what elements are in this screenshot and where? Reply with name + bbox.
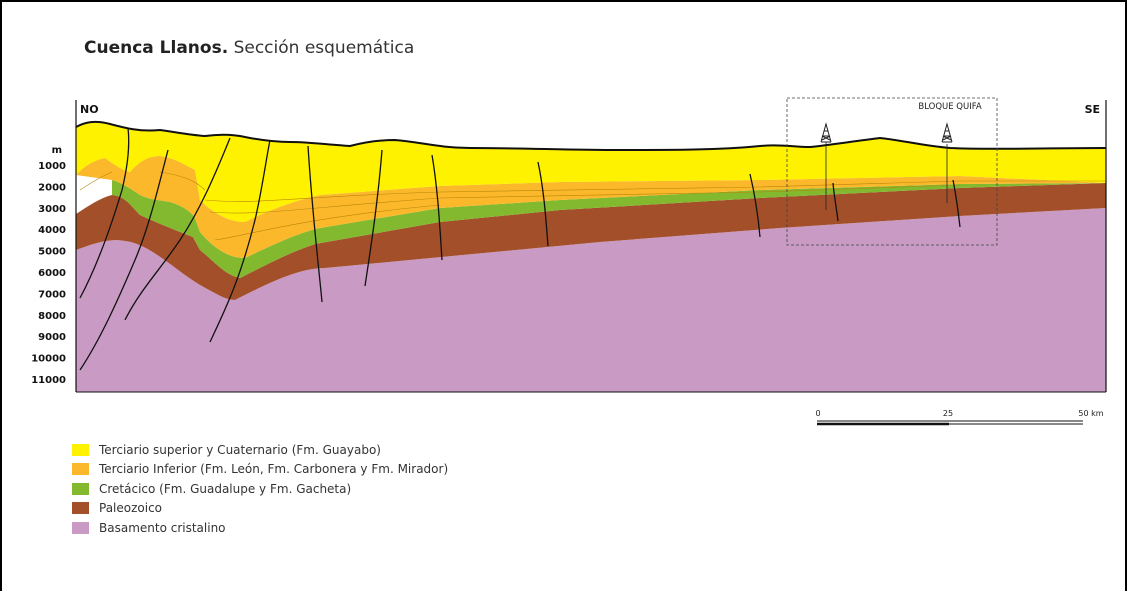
title-bold: Cuenca Llanos. — [84, 38, 229, 58]
oil-derrick-icon — [820, 122, 832, 143]
depth-tick-label: 8000 — [38, 311, 66, 322]
depth-tick-label: 7000 — [38, 289, 66, 300]
wells — [825, 142, 948, 210]
legend-item: Paleozoico — [72, 499, 448, 519]
depth-tick-label: 1000 — [38, 161, 66, 172]
legend-swatch — [72, 502, 89, 515]
layer-terciario-superior — [76, 121, 1106, 222]
legend-item: Terciario Inferior (Fm. León, Fm. Carbon… — [72, 460, 448, 480]
depth-tick-label: 2000 — [38, 182, 66, 193]
fault-5 — [307, 145, 323, 303]
layer-cretacico — [112, 180, 1106, 278]
scale-label-50: 50 km — [1078, 409, 1103, 418]
direction-se-label: SE — [1085, 103, 1100, 116]
fault-1 — [79, 127, 130, 299]
scale-label-25: 25 — [943, 409, 953, 418]
layer-paleozoico — [76, 183, 1106, 300]
legend-item: Cretácico (Fm. Guadalupe y Fm. Gacheta) — [72, 479, 448, 499]
title-rest: Sección esquemática — [233, 38, 415, 58]
legend-swatch — [72, 463, 89, 476]
legend-label: Terciario superior y Cuaternario (Fm. Gu… — [99, 442, 381, 457]
fault-lines — [79, 127, 961, 371]
depth-unit-label: m — [52, 145, 62, 156]
depth-tick-label: 11000 — [31, 375, 66, 386]
cross-section-diagram: BLOQUE QUIFA NO SE m 1000 2000 3000 4000 500… — [31, 97, 1107, 426]
legend-label: Paleozoico — [99, 501, 163, 516]
scale-bar: 0 25 50 km — [815, 409, 1104, 426]
layer-terciario-inferior — [76, 156, 1106, 258]
fault-10 — [832, 182, 839, 222]
legend: Terciario superior y Cuaternario (Fm. Gu… — [72, 440, 448, 538]
legend-swatch — [72, 482, 89, 495]
legend-swatch — [72, 521, 89, 534]
depth-tick-label: 9000 — [38, 332, 66, 343]
surface-line — [76, 120, 1106, 152]
legend-label: Cretácico (Fm. Guadalupe y Fm. Gacheta) — [99, 481, 352, 496]
depth-tick-label: 10000 — [31, 354, 66, 365]
legend-item: Terciario superior y Cuaternario (Fm. Gu… — [72, 440, 448, 460]
fault-2 — [79, 149, 169, 371]
legend-swatch — [72, 443, 89, 456]
depth-tick-label: 5000 — [38, 247, 66, 258]
depth-ticks: 1000 2000 3000 4000 5000 6000 7000 8000 9000 1000… — [31, 161, 66, 386]
fault-8 — [537, 161, 549, 247]
legend-item: Basamento cristalino — [72, 518, 448, 538]
fault-11 — [952, 179, 961, 228]
depth-tick-label: 4000 — [38, 225, 66, 236]
layer-basamento — [76, 208, 1106, 392]
depth-tick-label: 3000 — [38, 204, 66, 215]
fault-9 — [749, 173, 761, 238]
scale-label-0: 0 — [815, 409, 820, 418]
bloque-quifa-box — [786, 97, 998, 246]
legend-label: Basamento cristalino — [99, 520, 226, 535]
oil-derrick-icon — [941, 122, 953, 143]
fault-7 — [431, 154, 443, 261]
figure-title: Cuenca Llanos. Sección esquemática — [84, 38, 414, 58]
direction-no-label: NO — [80, 103, 99, 116]
bloque-quifa-label: BLOQUE QUIFA — [918, 102, 981, 112]
fault-3 — [124, 137, 231, 321]
fault-4 — [209, 139, 271, 343]
depth-tick-label: 6000 — [38, 268, 66, 279]
fault-6 — [364, 149, 383, 287]
legend-label: Terciario Inferior (Fm. León, Fm. Carbon… — [99, 462, 449, 477]
